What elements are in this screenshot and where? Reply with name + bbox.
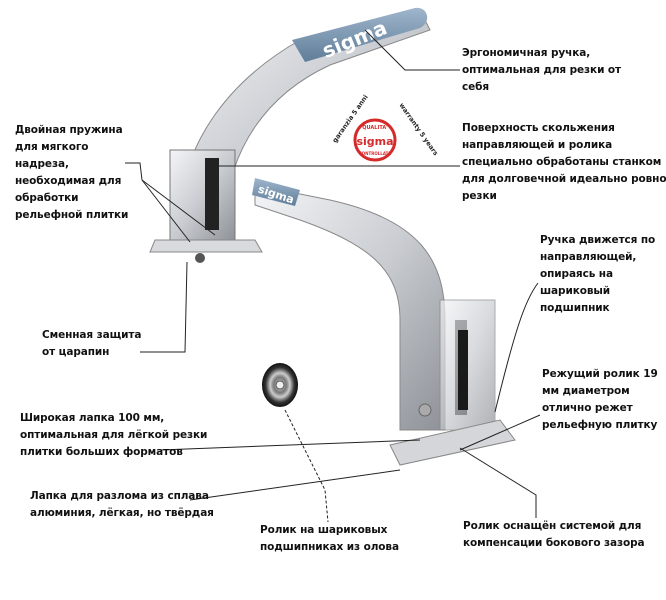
rear-grip xyxy=(292,7,428,63)
annotation-gap-compensation: Ролик оснащён системой для компенсации б… xyxy=(463,520,645,549)
quality-seal: QUALITA' sigma CONTROLLATA garanzia 5 an… xyxy=(331,93,440,162)
cutter-rear: sigma xyxy=(149,7,431,263)
svg-text:QUALITA': QUALITA' xyxy=(362,125,388,131)
annotation-wheel-bearings: Ролик на шариковых подшипниках из олова xyxy=(260,524,399,553)
svg-text:warranty 5 years: warranty 5 years xyxy=(397,101,439,157)
annotation-double-spring: Двойная пружина для мягкого надреза, нео… xyxy=(15,124,129,221)
annotation-ball-bearing-handle: Ручка движется по направляющей, опираясь… xyxy=(540,234,656,314)
annotation-sliding-surface: Поверхность скольжения направляющей и ро… xyxy=(462,122,666,202)
annotation-ergonomic-handle: Эргономичная ручка, оптимальная для резк… xyxy=(462,47,621,93)
svg-text:sigma: sigma xyxy=(356,135,393,148)
cutting-wheel-image xyxy=(262,363,298,407)
annotation-wide-foot: Широкая лапка 100 мм, оптимальная для лё… xyxy=(20,412,208,458)
annotation-cutting-wheel: Режущий ролик 19 мм диаметром отлично ре… xyxy=(542,368,658,431)
annotation-breaking-foot: Лапка для разлома из сплава алюминия, лё… xyxy=(30,490,214,519)
svg-text:CONTROLLATA: CONTROLLATA xyxy=(359,151,392,156)
front-grip xyxy=(252,178,300,206)
cutter-front: sigma xyxy=(252,178,516,466)
annotation-scratch-guard: Сменная защита от царапин xyxy=(42,329,142,358)
leader-lines xyxy=(125,29,541,523)
